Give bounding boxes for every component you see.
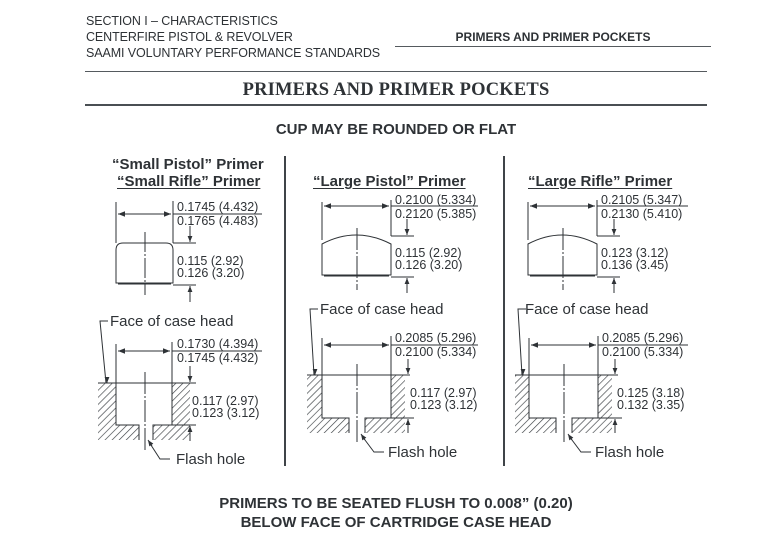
large-rifle-primer-drawing [527, 200, 688, 293]
header-rule [85, 71, 707, 72]
large-pistol-primer-height-max: 0.126 (3.20) [395, 258, 462, 272]
large-rifle-pocket-face-label: Face of case head [525, 301, 648, 318]
small-primer-diameter-min: 0.1745 (4.432) [177, 200, 258, 214]
large-pistol-pocket-face-label: Face of case head [320, 301, 443, 318]
small-pocket-depth-min: 0.117 (2.97) [192, 394, 258, 408]
large-pistol-pocket-drawing [307, 308, 478, 453]
section-line: SECTION I – CHARACTERISTICS [86, 14, 278, 28]
large-pistol-pocket-depth-min: 0.117 (2.97) [410, 386, 476, 400]
large-pistol-pocket-depth-max: 0.123 (3.12) [410, 398, 477, 412]
column-divider-1 [284, 156, 286, 466]
large-pistol-primer-height-min: 0.115 (2.92) [395, 246, 461, 260]
large-pistol-primer-diameter-max: 0.2120 (5.385) [395, 207, 476, 221]
cup-note: CUP MAY BE ROUNDED OR FLAT [275, 121, 517, 138]
large-rifle-pocket-depth-max: 0.132 (3.35) [617, 398, 684, 412]
standards-line: SAAMI VOLUNTARY PERFORMANCE STANDARDS [86, 46, 381, 60]
large-rifle-pocket-diameter-max: 0.2100 (5.334) [602, 345, 683, 359]
small-primer-diameter-max: 0.1765 (4.483) [177, 214, 258, 228]
large-rifle-primer-height-max: 0.136 (3.45) [601, 258, 668, 272]
small-primer-height-max: 0.126 (3.20) [177, 266, 244, 280]
small-pocket-diameter-max: 0.1745 (4.432) [177, 351, 258, 365]
large-pistol-primer-drawing [321, 200, 478, 293]
large-rifle-pocket-drawing [515, 308, 688, 453]
large-pistol-primer-diameter-min: 0.2100 (5.334) [395, 193, 476, 207]
large-rifle-pocket-diameter-min: 0.2085 (5.296) [602, 331, 683, 345]
small-rifle-title: “Small Rifle” Primer [117, 173, 261, 190]
header-topic: PRIMERS AND PRIMER POCKETS [455, 30, 651, 44]
category-line: CENTERFIRE PISTOL & REVOLVER [86, 30, 293, 44]
page-title: PRIMERS AND PRIMER POCKETS [242, 80, 550, 100]
large-rifle-title: “Large Rifle” Primer [528, 173, 673, 190]
header-topic-rule [395, 46, 711, 47]
seating-note: PRIMERS TO BE SEATED FLUSH TO 0.008” (0.… [85, 494, 707, 532]
large-rifle-primer-height-min: 0.123 (3.12) [601, 246, 668, 260]
large-pistol-pocket-flash-label: Flash hole [388, 444, 457, 461]
small-primer-drawing [115, 201, 262, 302]
small-pocket-flash-label: Flash hole [176, 451, 245, 468]
small-pocket-diameter-min: 0.1730 (4.394) [177, 337, 258, 351]
small-primer-height-min: 0.115 (2.92) [177, 254, 243, 268]
title-rule [85, 104, 707, 106]
section-header: SECTION I – CHARACTERISTICS CENTERFIRE P… [86, 13, 380, 61]
small-pocket-drawing [98, 320, 262, 460]
small-pocket-face-label: Face of case head [110, 313, 233, 330]
large-rifle-pocket-depth-min: 0.125 (3.18) [617, 386, 684, 400]
large-rifle-pocket-flash-label: Flash hole [595, 444, 664, 461]
small-pocket-depth-max: 0.123 (3.12) [192, 406, 259, 420]
column-divider-2 [503, 156, 505, 466]
large-pistol-pocket-diameter-min: 0.2085 (5.296) [395, 331, 476, 345]
large-pistol-pocket-diameter-max: 0.2100 (5.334) [395, 345, 476, 359]
seating-note-line-1: PRIMERS TO BE SEATED FLUSH TO 0.008” (0.… [219, 495, 573, 512]
large-rifle-primer-diameter-min: 0.2105 (5.347) [601, 193, 682, 207]
large-rifle-primer-diameter-max: 0.2130 (5.410) [601, 207, 682, 221]
large-pistol-title: “Large Pistol” Primer [313, 173, 466, 190]
seating-note-line-2: BELOW FACE OF CARTRIDGE CASE HEAD [240, 514, 552, 531]
small-pistol-title: “Small Pistol” Primer [112, 156, 264, 173]
